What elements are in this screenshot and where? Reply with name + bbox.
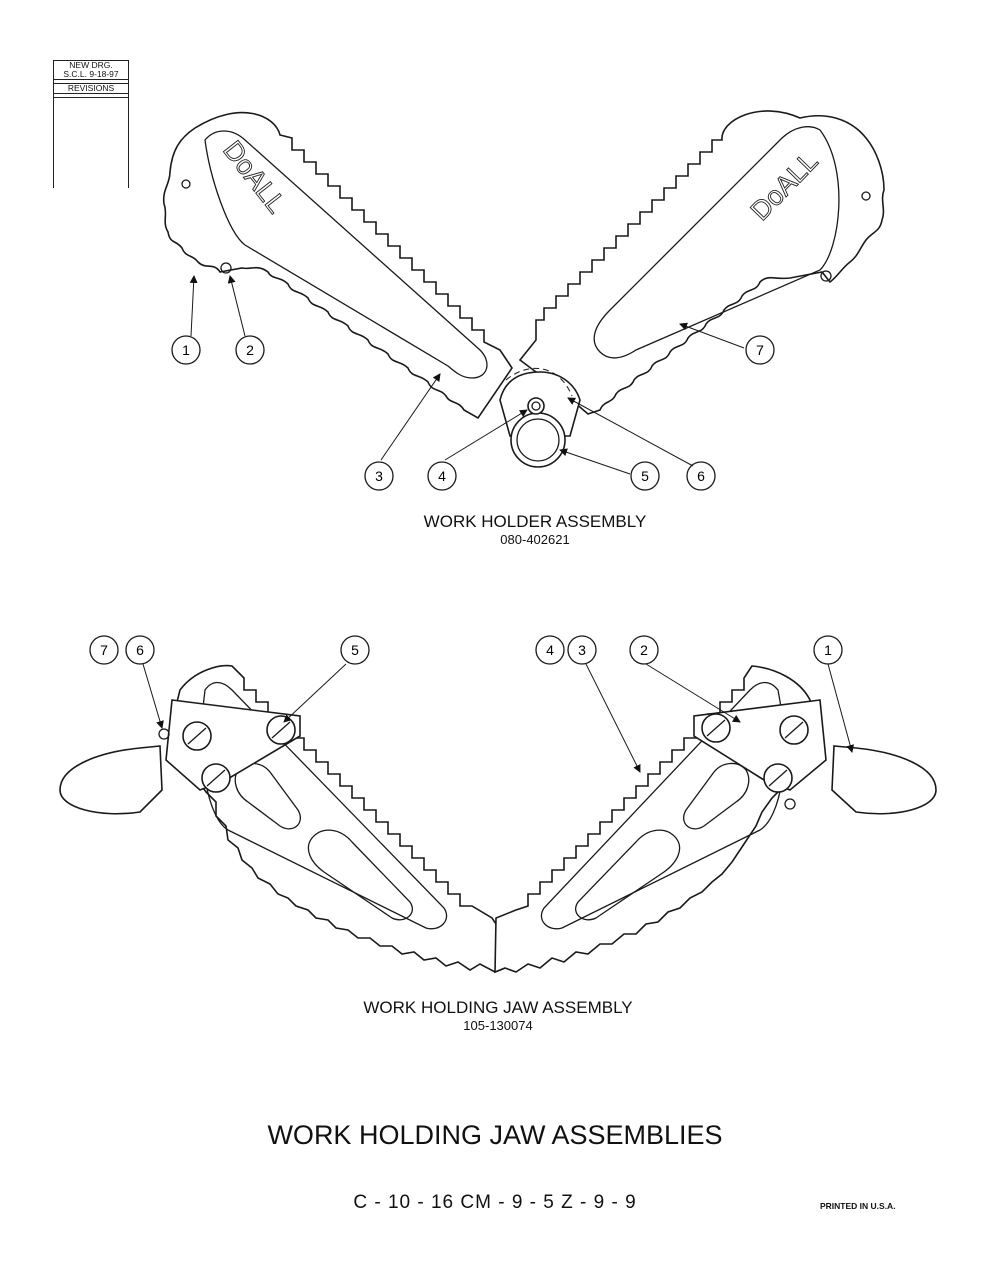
work-holder-callout-3: 3	[364, 461, 394, 491]
svg-text:2: 2	[640, 642, 648, 658]
revision-new-drawing: NEW DRG.	[54, 60, 128, 70]
work-holder-caption: WORK HOLDER ASSEMBLY 080-402621	[335, 512, 735, 547]
work-holder-diagram: DoALL DoALL	[162, 110, 885, 491]
work-holder-callout-1: 1	[171, 335, 201, 365]
svg-text:4: 4	[546, 642, 554, 658]
svg-text:1: 1	[824, 642, 832, 658]
svg-text:4: 4	[438, 468, 446, 484]
svg-text:7: 7	[756, 342, 764, 358]
svg-text:3: 3	[375, 468, 383, 484]
jaw-assembly-callout-5: 5	[340, 635, 370, 665]
jaw-assembly-callout-4: 4	[535, 635, 565, 665]
work-holder-callout-5: 5	[630, 461, 660, 491]
svg-text:7: 7	[100, 642, 108, 658]
work-holder-pivot	[499, 367, 581, 468]
jaw-assembly-right-jaw	[494, 665, 937, 974]
svg-text:5: 5	[351, 642, 359, 658]
work-holder-leaders	[189, 275, 745, 475]
revision-block: NEW DRG. S.C.L. 9-18-97 REVISIONS	[53, 60, 129, 188]
svg-text:3: 3	[578, 642, 586, 658]
jaw-assembly-callout-2: 2	[629, 635, 659, 665]
work-holder-left-arm: DoALL	[162, 111, 513, 420]
jaw-assembly-part-number: 105-130074	[463, 1018, 533, 1033]
revisions-body	[54, 97, 128, 178]
svg-text:6: 6	[697, 468, 705, 484]
jaw-assembly-callout-6: 6	[125, 635, 155, 665]
revision-date: S.C.L. 9-18-97	[54, 70, 128, 80]
jaw-assembly-title: WORK HOLDING JAW ASSEMBLY	[363, 998, 633, 1017]
jaw-assembly-callout-3: 3	[567, 635, 597, 665]
work-holder-callout-7: 7	[745, 335, 775, 365]
jaw-assembly-leaders	[142, 663, 855, 773]
svg-text:1: 1	[182, 342, 190, 358]
svg-text:2: 2	[246, 342, 254, 358]
printed-in-usa: PRINTED IN U.S.A.	[820, 1201, 896, 1211]
model-numbers: C - 10 - 16 CM - 9 - 5 Z - 9 - 9	[353, 1192, 637, 1213]
page-title: WORK HOLDING JAW ASSEMBLIES	[267, 1120, 723, 1150]
jaw-assembly-caption: WORK HOLDING JAW ASSEMBLY 105-130074	[298, 998, 698, 1033]
svg-text:6: 6	[136, 642, 144, 658]
work-holder-callout-2: 2	[235, 335, 265, 365]
work-holder-callout-4: 4	[427, 461, 457, 491]
work-holder-part-number: 080-402621	[500, 532, 570, 547]
jaw-assembly-callout-7: 7	[89, 635, 119, 665]
jaw-assembly-left-jaw	[59, 664, 522, 973]
revisions-header: REVISIONS	[54, 83, 128, 94]
svg-text:5: 5	[641, 468, 649, 484]
jaw-assembly-diagram: 7 6 5 4 3 2 1	[59, 635, 937, 974]
work-holder-callout-6: 6	[686, 461, 716, 491]
work-holder-title: WORK HOLDER ASSEMBLY	[423, 512, 647, 531]
jaw-assembly-callout-1: 1	[813, 635, 843, 665]
work-holder-right-arm: DoALL	[518, 110, 885, 415]
